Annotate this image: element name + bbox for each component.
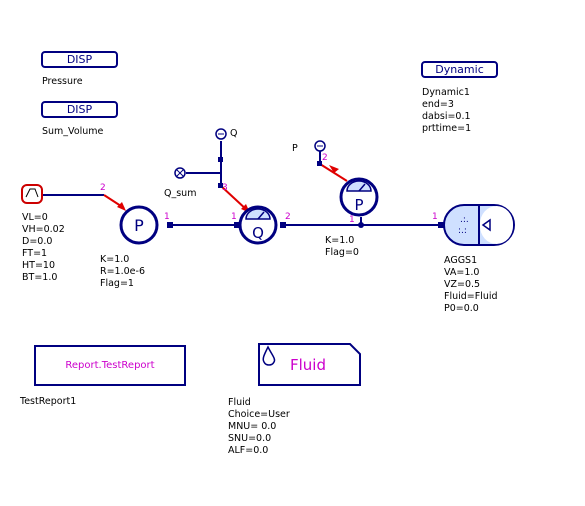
param-line: Fluid xyxy=(228,397,251,408)
pressure-sensor-component[interactable] xyxy=(339,177,379,217)
param-line: Fluid=Fluid xyxy=(444,291,498,302)
param-line: D=0.0 xyxy=(22,236,53,247)
pump-glyph: P xyxy=(134,216,144,235)
dynamic-button[interactable]: Dynamic xyxy=(421,61,498,78)
dynamic-params: Dynamic1 end=3 dabsi=0.1 prttime=1 xyxy=(422,87,471,135)
pin-label: 1 xyxy=(349,215,355,225)
pin-label: 1 xyxy=(231,212,237,222)
pressure-sensor-glyph: P xyxy=(354,196,363,214)
report-block[interactable]: Report.TestReport xyxy=(34,345,186,386)
flow-sensor-glyph: Q xyxy=(252,224,264,242)
report-caption: TestReport1 xyxy=(20,396,77,407)
fluid-params: Fluid Choice=User MNU= 0.0 SNU=0.0 ALF=0… xyxy=(228,397,290,457)
accumulator-params: AGGS1 VA=1.0 VZ=0.5 Fluid=Fluid P0=0.0 xyxy=(444,255,498,315)
param-line: BT=1.0 xyxy=(22,272,58,283)
svg-text::.:: :.: xyxy=(458,226,467,236)
pump-component[interactable] xyxy=(119,205,159,245)
pin-label: 2 xyxy=(285,212,291,222)
svg-text:.:.: .:. xyxy=(460,215,469,225)
disp-volume-caption: Sum_Volume xyxy=(42,126,104,137)
signal-arrowhead xyxy=(117,202,126,211)
disp-pressure-caption: Pressure xyxy=(42,76,83,87)
p-label: P xyxy=(292,143,298,154)
pin-label: 3 xyxy=(222,183,228,193)
param-line: K=1.0 xyxy=(100,254,130,265)
param-line: end=3 xyxy=(422,99,454,110)
param-line: P0=0.0 xyxy=(444,303,479,314)
disp-volume-button[interactable]: DISP xyxy=(41,101,118,118)
param-line: VA=1.0 xyxy=(444,267,480,278)
p-arrow-line xyxy=(319,163,348,182)
param-line: HT=10 xyxy=(22,260,55,271)
param-line: Choice=User xyxy=(228,409,290,420)
param-line: VH=0.02 xyxy=(22,224,65,235)
pin-label: 2 xyxy=(100,183,106,193)
source-params: VL=0 VH=0.02 D=0.0 FT=1 HT=10 BT=1.0 xyxy=(22,212,65,284)
param-line: FT=1 xyxy=(22,248,48,259)
pump-params: K=1.0 R=1.0e-6 Flag=1 xyxy=(100,254,145,290)
param-line: VL=0 xyxy=(22,212,48,223)
pin-label: 1 xyxy=(432,212,438,222)
param-line: VZ=0.5 xyxy=(444,279,481,290)
q-sum-label: Q_sum xyxy=(164,188,197,199)
flow-sensor-component[interactable] xyxy=(238,205,278,245)
fluid-block[interactable] xyxy=(258,343,361,386)
param-line: Flag=0 xyxy=(325,247,359,258)
param-line: SNU=0.0 xyxy=(228,433,272,444)
pressure-sensor-params: K=1.0 Flag=0 xyxy=(325,235,359,259)
param-line: R=1.0e-6 xyxy=(100,266,145,277)
pin-label: 1 xyxy=(164,212,170,222)
disp-pressure-button[interactable]: DISP xyxy=(41,51,118,68)
param-line: Flag=1 xyxy=(100,278,134,289)
param-line: Dynamic1 xyxy=(422,87,470,98)
pin-label: 2 xyxy=(322,153,328,163)
param-line: MNU= 0.0 xyxy=(228,421,277,432)
param-line: dabsi=0.1 xyxy=(422,111,471,122)
signal-source[interactable] xyxy=(21,184,43,204)
param-line: K=1.0 xyxy=(325,235,355,246)
param-line: prttime=1 xyxy=(422,123,472,134)
accumulator-component[interactable]: .:. :.: xyxy=(443,204,515,246)
param-line: AGGS1 xyxy=(444,255,478,266)
q-label: Q xyxy=(230,128,238,139)
fluid-label: Fluid xyxy=(290,356,326,374)
param-line: ALF=0.0 xyxy=(228,445,269,456)
